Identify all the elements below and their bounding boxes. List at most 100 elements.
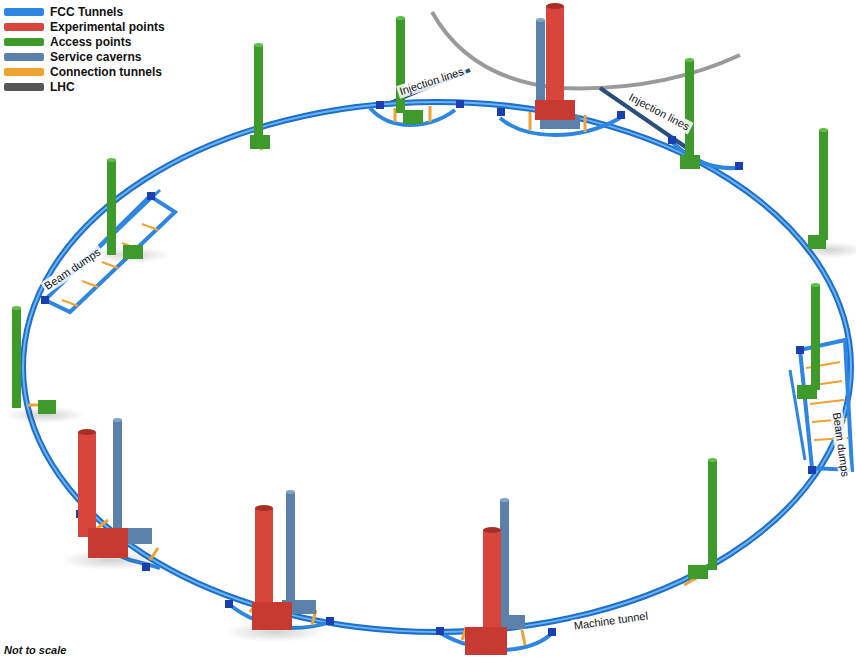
shadow: [5, 242, 856, 642]
junction-marker: [41, 100, 816, 636]
legend-row: Access points: [4, 34, 165, 49]
experimental-shaft: [255, 508, 273, 608]
legend-swatch: [4, 53, 44, 61]
beam-dump-left: [142, 224, 158, 230]
connection-tunnel: [584, 115, 587, 132]
access-shaft: [12, 308, 21, 408]
experimental-shaft: [88, 528, 128, 558]
experimental-shaft: [255, 505, 273, 511]
service-cavern-shaft: [112, 18, 580, 629]
legend-swatch: [4, 68, 44, 76]
access-shaft: [708, 458, 717, 462]
service-cavern-shaft: [113, 420, 122, 530]
connection-tunnel: [522, 630, 525, 645]
junction-marker: [668, 136, 676, 144]
legend-row: Service caverns: [4, 49, 165, 64]
part-label: Injection lines: [396, 64, 467, 98]
experimental-shaft: [78, 432, 96, 537]
machine-tunnel-highlight: [23, 102, 851, 632]
legend: FCC TunnelsExperimental pointsAccess poi…: [4, 4, 165, 94]
junction-marker: [548, 628, 556, 636]
junction-marker: [735, 162, 743, 170]
junction-marker: [796, 346, 804, 354]
junction-marker: [617, 111, 625, 119]
legend-text: Service caverns: [50, 50, 141, 64]
access-shaft: [685, 58, 694, 62]
access-shaft: [688, 565, 708, 579]
bypass-tunnel: [80, 108, 735, 650]
access-shaft: [685, 60, 694, 160]
service-cavern-shaft: [286, 492, 295, 602]
junction-marker: [456, 100, 464, 108]
experimental-shaft: [535, 100, 575, 120]
junction-marker: [41, 296, 49, 304]
access-shaft: [811, 283, 820, 287]
beam-dump-left: [102, 262, 118, 268]
access-shaft: [254, 43, 263, 47]
experimental-shaft: [483, 527, 501, 533]
experimental-shaft: [483, 530, 501, 630]
junction-marker: [436, 627, 444, 635]
junction-marker: [497, 108, 505, 116]
access-shaft: [254, 45, 263, 140]
beam-dump-right: [790, 370, 805, 460]
access-shaft: [403, 110, 423, 124]
experimental-shaft: [78, 429, 96, 435]
bypass-tunnel: [670, 140, 735, 168]
junction-marker: [808, 466, 816, 474]
access-shaft: [38, 400, 56, 414]
access-shaft: [811, 285, 820, 390]
legend-swatch: [4, 38, 44, 46]
access-shaft: [107, 158, 116, 162]
experimental-shaft: [465, 627, 507, 655]
junction-marker: [147, 192, 155, 200]
service-cavern-shaft: [113, 418, 122, 422]
legend-row: LHC: [4, 79, 165, 94]
access-shaft: [808, 235, 826, 249]
legend-row: Connection tunnels: [4, 64, 165, 79]
connection-tunnel: [529, 112, 532, 130]
access-shaft: [396, 18, 405, 113]
junction-marker: [376, 101, 384, 109]
experimental-shaft: [252, 602, 292, 630]
access-shaft: [396, 16, 405, 20]
beam-dump-right: [810, 400, 844, 404]
access-shaft: [708, 460, 717, 570]
legend-swatch: [4, 8, 44, 16]
legend-text: Access points: [50, 35, 131, 49]
service-cavern-shaft: [500, 500, 509, 618]
junction-marker: [225, 600, 233, 608]
access-shaft: [107, 160, 116, 255]
bypass-tunnel: [370, 108, 455, 125]
access-shaft: [12, 16, 828, 579]
junction-marker: [326, 617, 334, 625]
experimental-shaft: [78, 3, 575, 655]
legend-row: Experimental points: [4, 19, 165, 34]
access-shaft: [819, 130, 828, 240]
beam-dump-left: [82, 281, 98, 287]
legend-text: FCC Tunnels: [50, 5, 123, 19]
access-shaft: [680, 155, 700, 169]
access-shaft: [819, 128, 828, 132]
connection-tunnel: [28, 106, 826, 645]
note-text: Not to scale: [2, 644, 68, 657]
legend-swatch: [4, 83, 44, 91]
legend-row: FCC Tunnels: [4, 4, 165, 19]
machine-tunnel: [23, 102, 851, 632]
legend-text: LHC: [50, 80, 75, 94]
access-shaft: [123, 245, 143, 259]
service-cavern-shaft: [286, 490, 295, 494]
service-cavern-shaft: [536, 18, 545, 22]
beam-dump-left: [62, 300, 78, 306]
access-shaft: [12, 306, 21, 310]
legend-text: Experimental points: [50, 20, 165, 34]
connection-tunnel: [429, 106, 432, 122]
access-shaft: [250, 135, 270, 149]
access-shaft: [797, 385, 817, 399]
legend-text: Connection tunnels: [50, 65, 162, 79]
experimental-shaft: [546, 6, 564, 106]
service-cavern-shaft: [500, 498, 509, 502]
legend-swatch: [4, 23, 44, 31]
experimental-shaft: [546, 3, 564, 9]
